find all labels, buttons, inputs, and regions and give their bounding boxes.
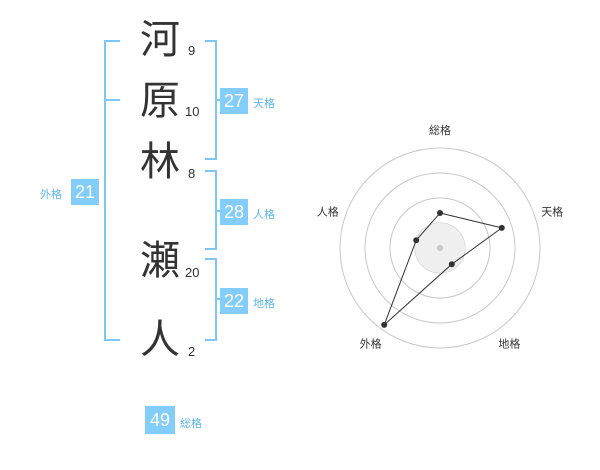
- radar-axis-label-1: 総格: [429, 123, 451, 137]
- name-char-5: 人: [140, 317, 180, 363]
- radar-ring: [339, 147, 541, 349]
- gaikaku-bracket: [104, 40, 120, 341]
- tenkaku-badge: 27: [220, 88, 248, 114]
- radar-axis-label-5: 人格: [317, 205, 339, 219]
- tenkaku-label: 天格: [253, 97, 275, 110]
- radar-ring: [364, 172, 516, 324]
- radar-point-2: [498, 224, 505, 231]
- gaikaku-badge: 21: [71, 179, 99, 205]
- jinkaku-badge: 28: [220, 199, 248, 225]
- radar-point-3: [448, 261, 455, 268]
- chikaku-badge: 22: [220, 288, 248, 314]
- radar-polygon: [383, 212, 503, 326]
- radar-axis-label-4: 外格: [360, 337, 382, 351]
- jinkaku-bracket-tick: [216, 210, 222, 212]
- gaikaku-bracket-tick: [104, 99, 120, 101]
- stroke-count-2: 10: [185, 104, 200, 119]
- radar-center-dot: [437, 245, 443, 251]
- jinkaku-label: 人格: [253, 208, 275, 221]
- name-char-1: 河: [140, 17, 180, 63]
- chikaku-label: 地格: [253, 297, 275, 310]
- radar-axis-label-3: 地格: [498, 337, 520, 351]
- stroke-count-4: 20: [185, 265, 200, 280]
- soukaku-badge: 49: [145, 406, 175, 434]
- stroke-count-5: 2: [188, 344, 196, 359]
- name-char-2: 原: [140, 78, 180, 124]
- radar-point-1: [437, 210, 443, 216]
- tenkaku-bracket-tick: [216, 99, 222, 101]
- soukaku-label: 総格: [180, 417, 202, 430]
- gaikaku-label: 外格: [40, 188, 62, 201]
- name-char-3: 林: [140, 139, 180, 185]
- radar-axis-label-2: 天格: [541, 205, 563, 219]
- radar-point-5: [413, 237, 420, 244]
- chikaku-bracket-tick: [216, 298, 222, 300]
- stroke-count-3: 8: [188, 166, 196, 181]
- radar-ring: [389, 197, 491, 299]
- radar-point-4: [381, 321, 388, 328]
- stroke-count-1: 9: [188, 43, 196, 58]
- name-char-4: 瀬: [140, 238, 180, 284]
